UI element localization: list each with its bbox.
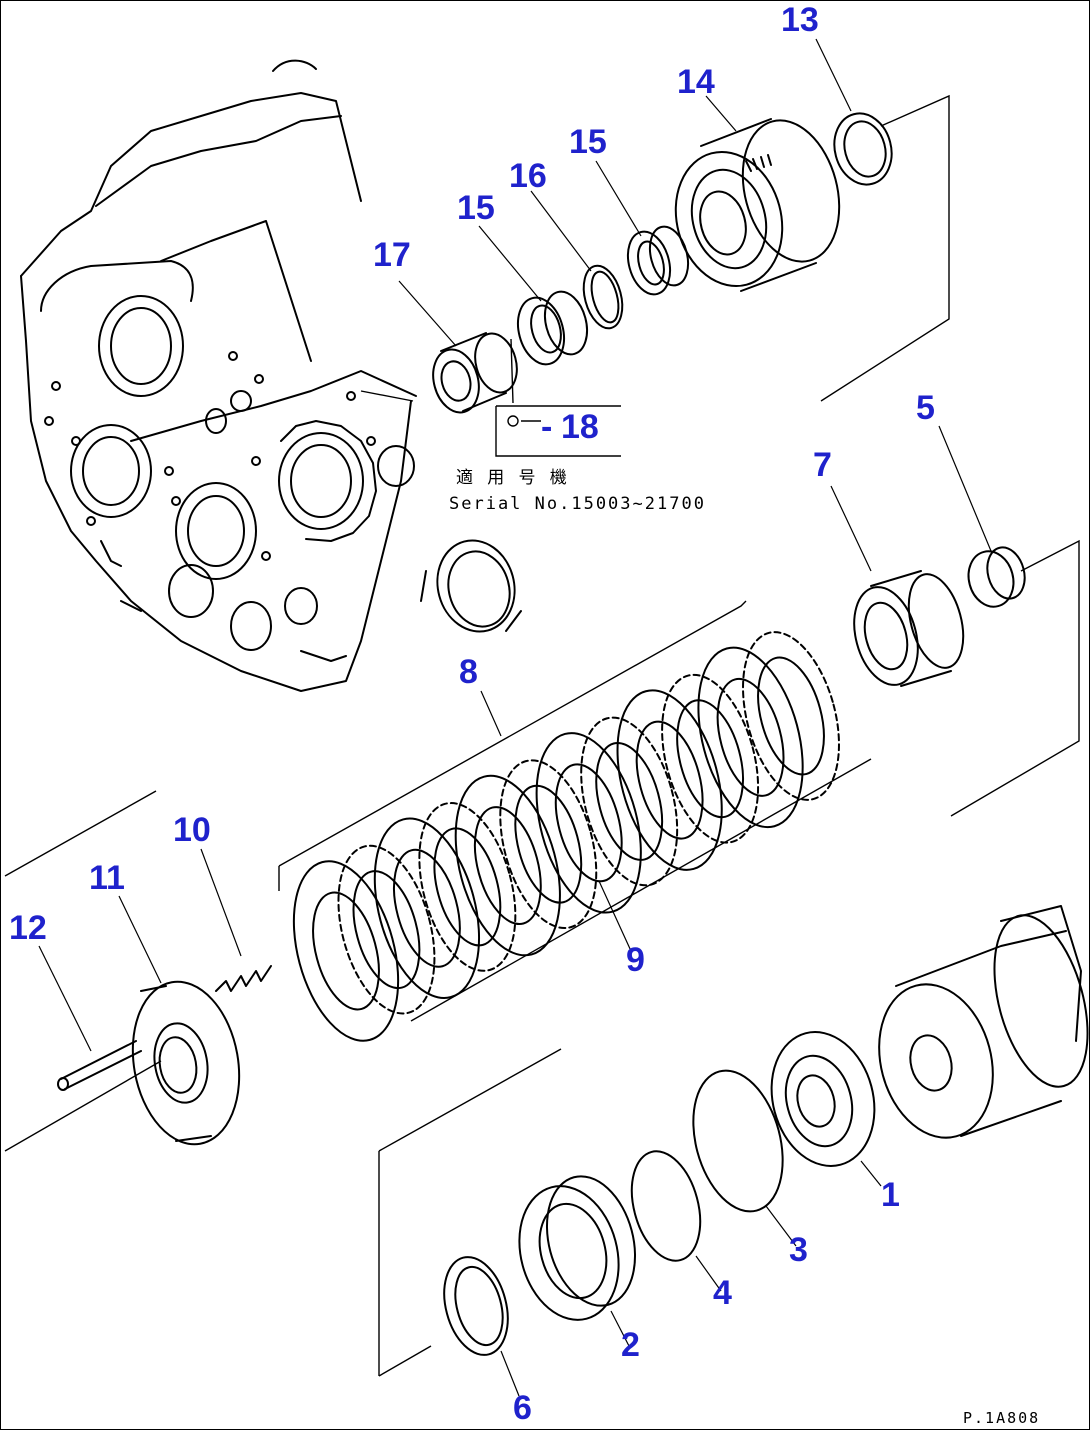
callout-16: 16 <box>509 157 547 195</box>
part-6-snap-ring <box>443 1256 509 1356</box>
plate-inner-edge <box>554 763 623 883</box>
assembly-bracket-lower-left <box>4 790 162 1152</box>
part-14-clutch-housing <box>674 118 841 292</box>
clutch-plate-pack <box>292 631 840 1042</box>
callout-1: 1 <box>881 1176 900 1214</box>
part-2-piston-retainer <box>518 1175 637 1321</box>
plate-inner-edge <box>635 720 704 840</box>
applicability-note-serial: Serial No.15003~21700 <box>449 494 706 514</box>
plate-inner-edge <box>676 699 744 819</box>
callout-4: 4 <box>713 1274 732 1312</box>
plate-inner-edge <box>473 806 542 926</box>
plate-inner-edge <box>352 870 421 990</box>
separator-plate <box>661 673 760 844</box>
friction-disc <box>454 774 561 957</box>
callout-18: 18 <box>561 408 599 446</box>
part-11-retainer-plate <box>131 980 241 1146</box>
callout-5: 5 <box>916 389 935 427</box>
plate-inner-edge <box>312 891 380 1011</box>
part-12-bolt <box>57 1040 142 1091</box>
separator-plate <box>580 716 679 887</box>
part-3-seal-ring <box>692 1069 784 1213</box>
assembly-bracket-lower-right <box>378 1048 562 1377</box>
separator-plate <box>742 631 840 801</box>
applicability-note-japanese: 適 用 号 機 <box>456 468 569 488</box>
separator-plate <box>499 759 598 930</box>
callout-15-inner: 15 <box>457 189 495 227</box>
callout-15-outer: 15 <box>569 123 607 161</box>
callout-7: 7 <box>813 446 832 484</box>
plate-inner-edge <box>433 827 502 947</box>
callout-labels: 13 14 15 16 15 17 - 18 5 7 8 10 11 12 9 … <box>9 1 935 1427</box>
leader-lines <box>38 38 992 1397</box>
separator-plate <box>337 844 436 1015</box>
part-18-bracket <box>495 338 621 457</box>
plate-inner-edge <box>716 677 785 797</box>
plate-inner-edge <box>514 784 583 904</box>
clutch-drum-assembly <box>878 905 1089 1139</box>
callout-17: 17 <box>373 236 411 274</box>
part-5-bushing <box>967 546 1026 608</box>
part-10-spring <box>215 965 272 992</box>
part-7-hub-gear <box>853 570 965 687</box>
part-4-seal-ring <box>630 1150 702 1262</box>
callout-3: 3 <box>789 1231 808 1269</box>
part-13-thrust-washer <box>833 112 893 186</box>
callout-9: 9 <box>626 941 645 979</box>
separator-plate <box>418 802 517 972</box>
friction-disc <box>697 646 804 829</box>
housing-gasket <box>420 539 522 633</box>
callout-6: 6 <box>513 1389 532 1427</box>
callout-10: 10 <box>173 811 211 849</box>
callout-13: 13 <box>781 1 819 39</box>
assembly-bracket-upper <box>360 94 950 402</box>
friction-disc <box>292 860 400 1042</box>
part-1-piston <box>770 1031 876 1167</box>
assembly-bracket-middle <box>278 539 1080 1022</box>
drawing-code: P.1A808 <box>963 1409 1040 1427</box>
plate-inner-edge <box>757 656 825 776</box>
part-15-bearing-race-inner <box>516 290 589 366</box>
callout-14: 14 <box>677 63 715 101</box>
plate-inner-edge <box>595 741 664 861</box>
part-17-needle-bearing <box>432 332 518 414</box>
callout-8: 8 <box>459 653 478 691</box>
callout-2: 2 <box>621 1326 640 1364</box>
callout-18-prefix: - <box>541 408 552 446</box>
callout-11: 11 <box>89 859 125 897</box>
part-16-snap-ring <box>582 264 624 330</box>
applicability-note: 適 用 号 機 Serial No.15003~21700 <box>449 468 706 514</box>
transmission-housing <box>20 59 417 692</box>
friction-disc <box>373 817 481 1000</box>
plate-inner-edge <box>393 848 461 968</box>
friction-disc <box>616 689 723 871</box>
part-15-bearing-race-outer <box>626 225 690 296</box>
callout-12: 12 <box>9 909 47 947</box>
